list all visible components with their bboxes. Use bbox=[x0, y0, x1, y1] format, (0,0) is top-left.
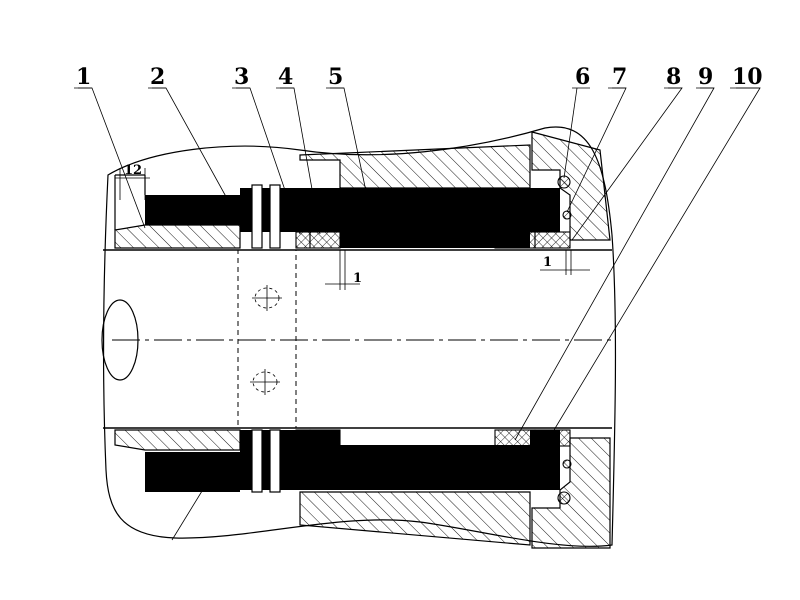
dimension-1-left-text: 1 bbox=[353, 271, 362, 286]
end-cap-upper bbox=[531, 131, 611, 241]
dimension-12: 12 bbox=[115, 163, 150, 200]
part-labels: 1 2 3 4 5 6 7 8 9 10 bbox=[74, 64, 763, 90]
part-3-ring-upper bbox=[295, 231, 311, 249]
part-5-housing-upper bbox=[240, 188, 560, 248]
part-label-5: 5 bbox=[328, 64, 343, 90]
housing-flange-lower bbox=[299, 491, 531, 546]
pin-symbol-upper bbox=[252, 285, 282, 311]
dimension-12-text: 12 bbox=[124, 163, 142, 178]
part-2-sleeve-lower bbox=[145, 452, 240, 492]
part-7-o-ring-lower bbox=[562, 459, 572, 469]
pin-symbol-lower bbox=[250, 369, 280, 395]
part-label-3: 3 bbox=[234, 64, 249, 90]
housing-flange-upper bbox=[299, 144, 531, 189]
shaft-end-hole bbox=[101, 299, 139, 381]
part-1-collar-upper bbox=[114, 224, 241, 249]
part-3-ring-lower bbox=[295, 429, 311, 447]
part-9-packing-upper bbox=[494, 231, 536, 249]
end-cap-lower bbox=[531, 437, 611, 549]
part-7-o-ring-upper bbox=[562, 210, 572, 220]
part-2-sleeve-upper bbox=[145, 195, 240, 225]
part-label-8: 8 bbox=[666, 64, 681, 90]
part-label-6: 6 bbox=[575, 64, 590, 90]
part-label-9: 9 bbox=[698, 64, 713, 90]
dimension-1-right: 1 bbox=[540, 250, 590, 275]
part-6-o-ring-lower bbox=[557, 491, 571, 505]
dimension-1-left: 1 bbox=[325, 250, 362, 290]
part-10-packing-upper bbox=[534, 231, 571, 249]
dimension-1-right-text: 1 bbox=[543, 255, 552, 270]
cross-pin-hole bbox=[237, 249, 297, 429]
part-label-4: 4 bbox=[278, 64, 293, 90]
part-4-packing-lower bbox=[309, 429, 341, 447]
part-label-7: 7 bbox=[612, 64, 627, 90]
part-label-1: 1 bbox=[76, 64, 91, 90]
part-1-collar-lower bbox=[114, 429, 241, 451]
part-4-packing-upper bbox=[309, 231, 341, 249]
part-9-packing-lower bbox=[494, 429, 536, 447]
part-label-10: 10 bbox=[732, 64, 763, 90]
part-label-2: 2 bbox=[150, 64, 165, 90]
